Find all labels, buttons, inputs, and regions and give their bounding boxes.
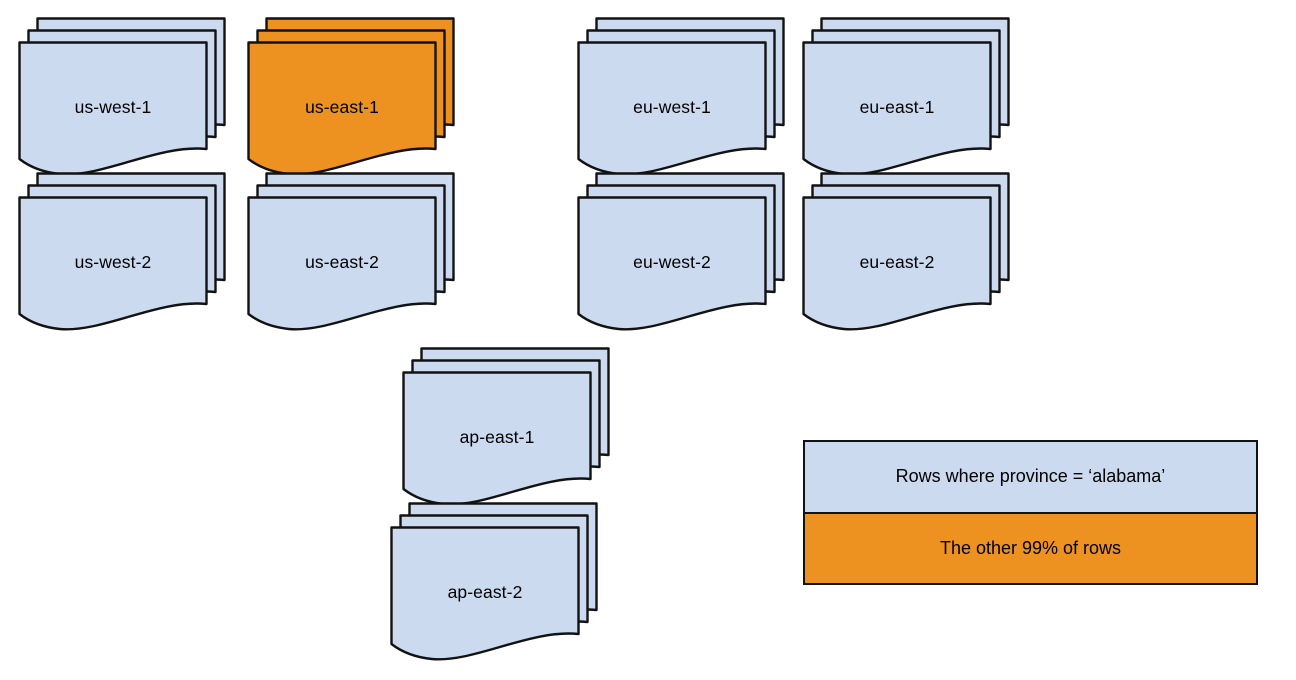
document-stack-us-west-1[interactable]: us-west-1 xyxy=(18,17,248,192)
document-stack-shape xyxy=(18,17,226,176)
document-stack-shape xyxy=(802,17,1010,176)
document-sheet-front xyxy=(247,196,437,331)
document-stack-eu-west-2[interactable]: eu-west-2 xyxy=(577,172,807,347)
document-sheet-front xyxy=(577,41,767,176)
document-stack-us-west-2[interactable]: us-west-2 xyxy=(18,172,248,347)
legend-label: The other 99% of rows xyxy=(939,537,1122,558)
legend-item-other-rows: The other 99% of rows xyxy=(805,513,1256,583)
document-stack-shape xyxy=(247,17,455,176)
document-sheet-front xyxy=(577,196,767,331)
document-stack-shape xyxy=(577,172,785,331)
legend-item-rows-alabama: Rows where province = ‘alabama’ xyxy=(805,442,1256,514)
legend: Rows where province = ‘alabama’ The othe… xyxy=(803,440,1258,585)
document-stack-shape xyxy=(802,172,1010,331)
document-stack-shape xyxy=(390,502,598,661)
document-stack-shape xyxy=(247,172,455,331)
document-sheet-front xyxy=(18,41,208,176)
document-sheet-front xyxy=(402,371,592,506)
document-sheet-front xyxy=(802,196,992,331)
document-stack-shape xyxy=(577,17,785,176)
document-stack-shape xyxy=(18,172,226,331)
document-sheet-front xyxy=(247,41,437,176)
document-sheet-front xyxy=(18,196,208,331)
legend-label: Rows where province = ‘alabama’ xyxy=(895,466,1166,487)
document-stack-eu-east-1[interactable]: eu-east-1 xyxy=(802,17,1032,192)
document-stack-shape xyxy=(402,347,610,506)
document-sheet-front xyxy=(390,526,580,661)
document-stack-us-east-2[interactable]: us-east-2 xyxy=(247,172,477,347)
document-stack-us-east-1[interactable]: us-east-1 xyxy=(247,17,477,192)
document-stack-ap-east-1[interactable]: ap-east-1 xyxy=(402,347,632,522)
document-sheet-front xyxy=(802,41,992,176)
document-stack-eu-west-1[interactable]: eu-west-1 xyxy=(577,17,807,192)
document-stack-eu-east-2[interactable]: eu-east-2 xyxy=(802,172,1032,347)
document-stack-ap-east-2[interactable]: ap-east-2 xyxy=(390,502,620,677)
